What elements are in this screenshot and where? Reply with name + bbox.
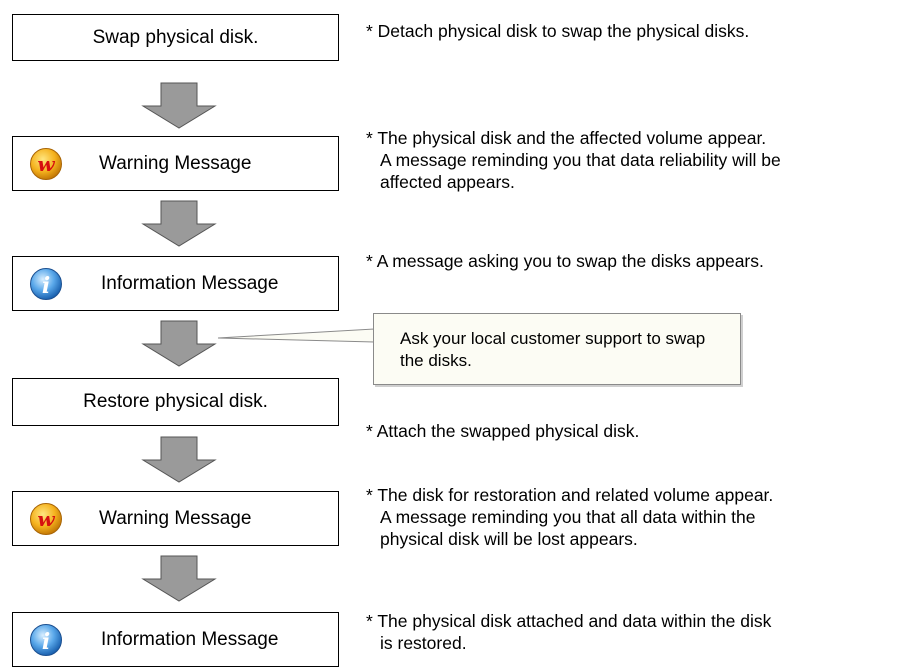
callout-line: the disks.: [400, 351, 472, 370]
svg-text:w: w: [37, 507, 55, 531]
step-note: * Detach physical disk to swap the physi…: [366, 20, 749, 42]
callout-line: Ask your local customer support to swap: [400, 329, 706, 348]
step-label: Information Message: [101, 628, 279, 650]
step-label: Information Message: [101, 272, 279, 294]
svg-text:i: i: [42, 629, 50, 655]
down-arrow-icon: [141, 555, 217, 602]
note-line: * The physical disk and the affected vol…: [366, 128, 767, 148]
down-arrow-icon: [141, 320, 217, 367]
step-box-warning-message: w Warning Message: [12, 491, 339, 546]
note-line: A message reminding you that all data wi…: [380, 507, 756, 527]
down-arrow-icon: [141, 436, 217, 483]
down-arrow-icon: [141, 200, 217, 247]
step-note: * The physical disk and the affected vol…: [366, 127, 781, 193]
note-line: * A message asking you to swap the disks…: [366, 251, 764, 271]
step-note: * Attach the swapped physical disk.: [366, 420, 639, 442]
svg-text:i: i: [42, 273, 50, 299]
step-box-information-message: i Information Message: [12, 612, 339, 667]
step-label: Warning Message: [99, 507, 252, 529]
note-line: affected appears.: [380, 172, 515, 192]
information-icon: i: [30, 267, 62, 300]
down-arrow-icon: [141, 82, 217, 129]
step-box-information-message: i Information Message: [12, 256, 339, 311]
step-label: Warning Message: [99, 152, 252, 174]
step-box-swap-physical-disk: Swap physical disk.: [12, 14, 339, 61]
note-line: * The physical disk attached and data wi…: [366, 611, 772, 631]
note-line: is restored.: [380, 633, 467, 653]
note-line: physical disk will be lost appears.: [380, 529, 638, 549]
step-box-warning-message: w Warning Message: [12, 136, 339, 191]
step-label: Swap physical disk.: [92, 26, 259, 48]
step-box-restore-physical-disk: Restore physical disk.: [12, 378, 339, 426]
warning-icon: w: [30, 147, 62, 180]
step-note: * A message asking you to swap the disks…: [366, 250, 764, 272]
callout-note: Ask your local customer support to swap …: [373, 313, 741, 385]
svg-text:w: w: [37, 152, 55, 176]
information-icon: i: [30, 623, 62, 656]
note-line: * Detach physical disk to swap the physi…: [366, 21, 750, 41]
note-line: * Attach the swapped physical disk.: [366, 421, 640, 441]
step-label: Restore physical disk.: [83, 391, 268, 412]
note-line: A message reminding you that data reliab…: [380, 150, 781, 170]
note-line: * The disk for restoration and related v…: [366, 485, 774, 505]
warning-icon: w: [30, 502, 62, 535]
step-note: * The physical disk attached and data wi…: [366, 610, 771, 654]
step-note: * The disk for restoration and related v…: [366, 484, 773, 550]
